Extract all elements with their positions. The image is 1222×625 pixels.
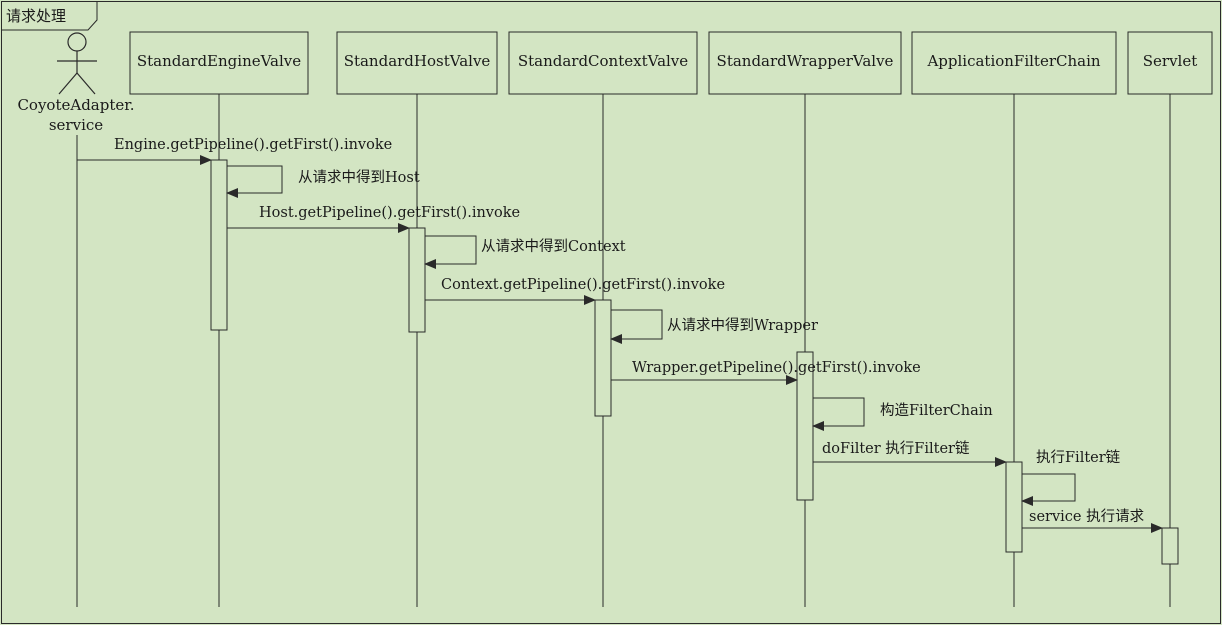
participant-label: Servlet: [1143, 52, 1198, 70]
participant-label: StandardWrapperValve: [717, 52, 894, 70]
activation-application-filter-chain: [1005, 461, 1023, 553]
message-label-context-invoke: Context.getPipeline().getFirst().invoke: [441, 277, 725, 293]
activation-standard-host-valve: [408, 227, 426, 333]
message-label-engine-invoke: Engine.getPipeline().getFirst().invoke: [114, 137, 392, 153]
participant-label: ApplicationFilterChain: [926, 52, 1100, 70]
message-label-host-invoke: Host.getPipeline().getFirst().invoke: [259, 205, 520, 221]
actor-coyote-adapter: [57, 32, 97, 95]
message-label-run-filter-chain: 执行Filter链: [1036, 449, 1121, 466]
participant-label: StandardHostValve: [344, 52, 491, 70]
participant-servlet: Servlet: [1127, 31, 1213, 95]
participant-standard-wrapper-valve: StandardWrapperValve: [708, 31, 902, 95]
frame-title: 请求处理: [6, 7, 66, 25]
actor-leg-right: [76, 72, 96, 95]
message-arrow-run-filter-chain: [1021, 473, 1076, 506]
activation-servlet: [1161, 527, 1179, 565]
actor-leg-left: [58, 72, 78, 95]
actor-label-line1: CoyoteAdapter.: [17, 96, 134, 114]
participant-standard-host-valve: StandardHostValve: [336, 31, 498, 95]
participant-label: StandardContextValve: [518, 52, 688, 70]
message-label-wrapper-invoke: Wrapper.getPipeline().getFirst().invoke: [632, 360, 921, 376]
message-label-do-filter: doFilter 执行Filter链: [822, 440, 970, 457]
participant-label: StandardEngineValve: [137, 52, 301, 70]
activation-standard-engine-valve: [210, 159, 228, 331]
message-arrow-get-context: [424, 235, 477, 269]
participant-standard-context-valve: StandardContextValve: [508, 31, 698, 95]
message-label-get-wrapper: 从请求中得到Wrapper: [667, 317, 818, 334]
frame-tab: [1, 1, 98, 31]
message-label-service: service 执行请求: [1029, 508, 1145, 525]
message-label-build-filter-chain: 构造FilterChain: [880, 402, 993, 419]
message-arrow-get-wrapper: [610, 309, 663, 344]
actor-label-line2: service: [49, 116, 103, 134]
participant-application-filter-chain: ApplicationFilterChain: [911, 31, 1117, 95]
actor-head: [67, 32, 87, 52]
participant-standard-engine-valve: StandardEngineValve: [129, 31, 309, 95]
activation-standard-context-valve: [594, 299, 612, 417]
message-arrow-get-host: [226, 165, 283, 198]
message-arrow-build-filter-chain: [812, 397, 865, 431]
message-label-get-host: 从请求中得到Host: [298, 169, 420, 186]
message-label-get-context: 从请求中得到Context: [481, 238, 626, 255]
